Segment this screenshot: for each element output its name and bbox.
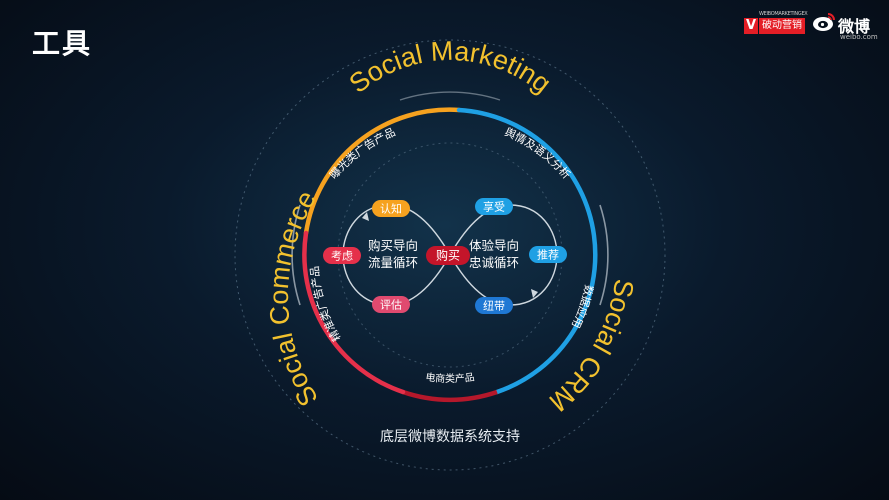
loop-left-title-1: 购买导向: [368, 238, 418, 253]
page-title: 工具: [32, 27, 93, 60]
node-purchase-box: [426, 246, 470, 265]
node-bond-box: [475, 297, 513, 314]
v-brand-logo: WEIBOMARKETINGEX V 破动营销: [744, 11, 808, 36]
grey-arc-right: [599, 204, 609, 306]
weibo-name: 微博: [838, 17, 871, 36]
node-recommend-box: [529, 246, 567, 263]
node-evaluate: 评估: [380, 299, 402, 312]
weibo-eye-icon: [813, 13, 835, 31]
ring-segment-blue: [456, 107, 598, 395]
loop-arrow-2: [531, 289, 538, 298]
arc-label-bottom: 电商类产品: [425, 370, 476, 385]
weibo-url: weibo.com: [840, 33, 878, 41]
v-brand-text: 破动营销: [759, 18, 805, 34]
loop-right-title-1: 体验导向: [469, 238, 519, 253]
node-consider-box: [323, 247, 361, 264]
loop-right-title-2: 忠诚循环: [469, 255, 519, 270]
node-purchase: 购买: [436, 248, 460, 263]
ring-segment-dark-red: [402, 389, 498, 403]
node-evaluate-box: [372, 296, 410, 313]
node-awareness: 认知: [380, 202, 402, 216]
weibo-brand-logo: 微博 weibo.com: [812, 12, 884, 42]
node-enjoy: 享受: [483, 200, 505, 214]
ring-segment-orange: [303, 107, 462, 236]
arc-label-top-left: 曝光类广告产品: [327, 125, 397, 181]
arc-label-right: 数据应用: [569, 284, 596, 330]
footer-caption: 底层微博数据系统支持: [380, 428, 520, 445]
loop-left-title-2: 流量循环: [368, 255, 418, 270]
v-brand-mark: V: [744, 18, 758, 34]
ring-segment-red: [302, 230, 406, 395]
node-enjoy-box: [475, 198, 513, 215]
node-bond: 纽带: [483, 299, 505, 313]
label-social-marketing: Social Marketing: [344, 36, 557, 99]
outer-dashed-circle: [234, 39, 666, 471]
grey-arc-left: [291, 204, 301, 306]
node-awareness-box: [372, 200, 410, 217]
node-consider: 考虑: [331, 250, 353, 263]
v-brand-tagline: WEIBOMARKETINGEX: [759, 11, 808, 17]
arc-label-top-right: 舆情及语义分析: [503, 125, 574, 182]
loop-arrow-1: [362, 212, 369, 221]
node-recommend: 推荐: [537, 248, 559, 262]
grey-arc-top: [399, 91, 501, 101]
